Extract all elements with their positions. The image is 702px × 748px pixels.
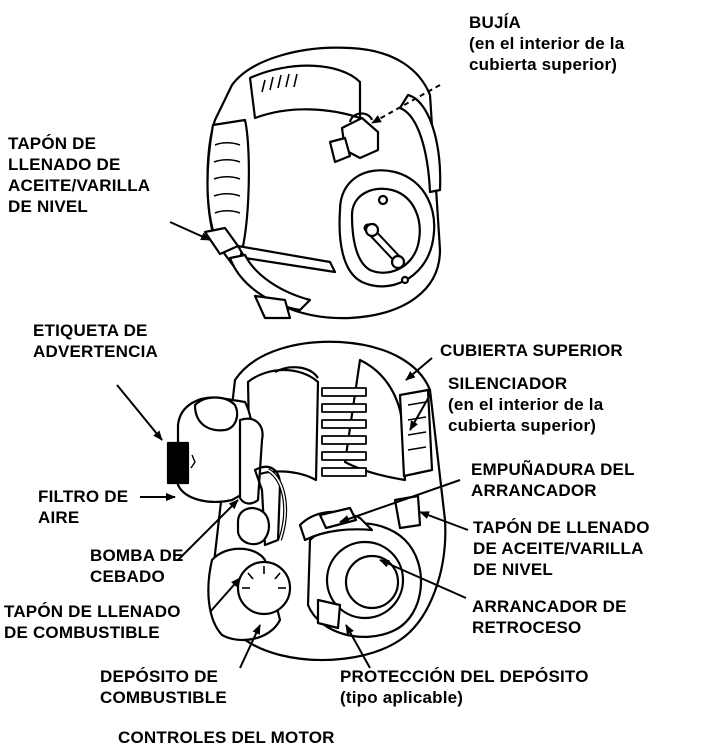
leader-warning-label — [116, 384, 163, 441]
engine-bottom-drawing — [166, 340, 447, 662]
leader-primer-bulb — [177, 499, 239, 561]
label-top-cover: CUBIERTA SUPERIOR — [440, 341, 623, 360]
leader-tank-protector — [345, 624, 371, 669]
leader-recoil-starter — [379, 559, 467, 599]
leader-fuel-tank — [239, 624, 261, 669]
engine-top-drawing — [203, 46, 442, 320]
leader-oil-cap-top — [169, 221, 211, 241]
leader-lines — [116, 84, 469, 669]
leader-muffler — [409, 394, 431, 431]
leader-starter-grip — [339, 479, 461, 523]
leader-oil-cap-bottom — [419, 511, 469, 531]
leader-top-cover — [405, 357, 433, 381]
leader-spark-plug — [371, 84, 441, 124]
figure-caption: CONTROLES DEL MOTOR — [118, 728, 335, 747]
label-tank-protector: PROTECCIÓN DEL DEPÓSITO(tipo aplicable) — [340, 667, 589, 707]
leader-fuel-cap — [209, 577, 241, 613]
